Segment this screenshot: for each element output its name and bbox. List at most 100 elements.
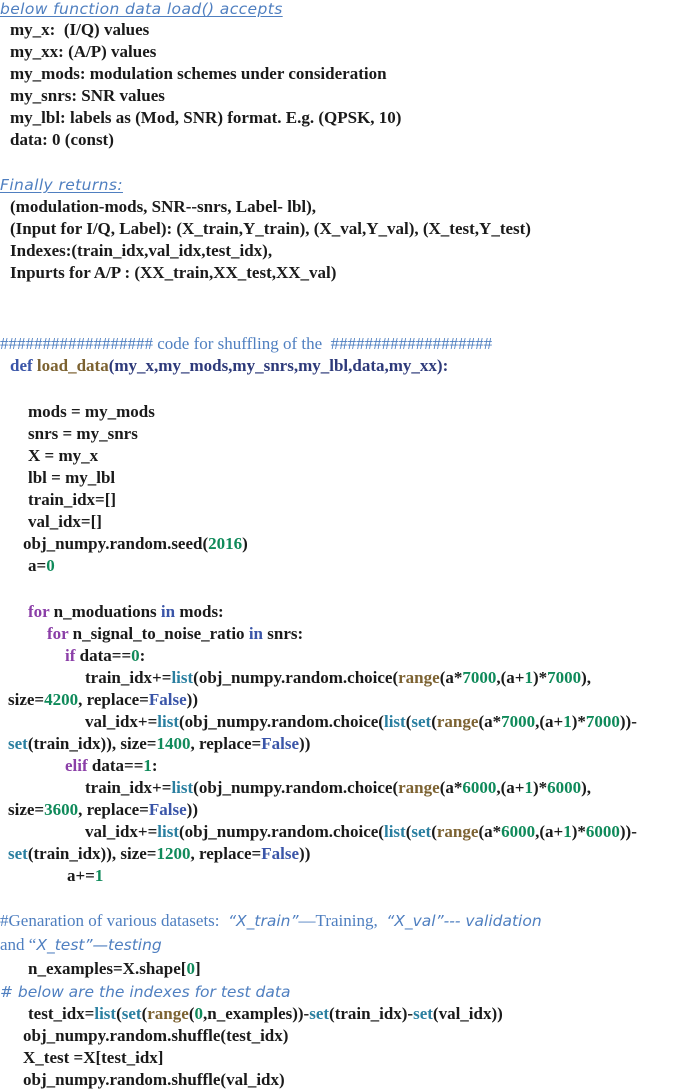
condition-value: 0 bbox=[131, 646, 140, 665]
param-my-xx: my_xx: (A/P) values bbox=[10, 42, 157, 61]
code-token: set bbox=[121, 1004, 142, 1023]
generation-comment-cont: and “X_test”—testing bbox=[0, 934, 162, 956]
code-token: ,(a+ bbox=[535, 712, 564, 731]
code-token: 7000 bbox=[547, 668, 582, 687]
n-examples-line: n_examples=X.shape[0] bbox=[28, 958, 201, 980]
seed-value: 2016 bbox=[208, 534, 243, 553]
for-keyword: for bbox=[28, 602, 50, 621]
code-token: (train_idx)- bbox=[329, 1004, 414, 1023]
code-token: 1 bbox=[563, 822, 572, 841]
code-token: False bbox=[148, 690, 187, 709]
code-token: )* bbox=[532, 778, 548, 797]
val-idx-line-2-cont: set(train_idx)), size=1200, replace=Fals… bbox=[8, 843, 310, 865]
code-token: set bbox=[411, 822, 432, 841]
param-my-snrs: my_snrs: SNR values bbox=[10, 86, 165, 105]
code-token: 1 bbox=[524, 668, 533, 687]
elif-keyword: elif bbox=[65, 756, 88, 775]
code-token: a+= bbox=[67, 866, 95, 885]
function-params: (my_x,my_mods,my_snrs,my_lbl,data,my_xx)… bbox=[108, 356, 449, 375]
code-token: )* bbox=[532, 668, 548, 687]
if-line: if data==0: bbox=[65, 645, 145, 667]
code-token: ( bbox=[405, 822, 412, 841]
return-item: (modulation-mods, SNR--snrs, Label- lbl)… bbox=[10, 197, 317, 216]
code-token: 1 bbox=[563, 712, 572, 731]
code-token: “X_val”--- validation bbox=[386, 912, 542, 930]
code-token: ,n_examples))- bbox=[202, 1004, 310, 1023]
code-token: “X_train” bbox=[228, 912, 299, 930]
code-token: 6000 bbox=[501, 822, 536, 841]
code-token: 4200 bbox=[44, 690, 79, 709]
return-item: Indexes:(train_idx,val_idx,test_idx), bbox=[10, 241, 273, 260]
code-line: lbl = my_lbl bbox=[28, 468, 116, 487]
code-token: 1 bbox=[143, 756, 152, 775]
code-token: set bbox=[413, 1004, 433, 1023]
code-token: ( bbox=[116, 1004, 122, 1023]
code-token: ,(a+ bbox=[496, 668, 525, 687]
code-token: (a* bbox=[439, 778, 463, 797]
code-token: )* bbox=[571, 712, 586, 731]
code-token: False bbox=[261, 844, 300, 863]
code-token: ), bbox=[581, 778, 592, 797]
code-token: data== bbox=[87, 756, 144, 775]
code-token: size= bbox=[8, 690, 45, 709]
val-idx-line-1: val_idx+=list(obj_numpy.random.choice(li… bbox=[85, 711, 637, 733]
return-item: (Input for I/Q, Label): (X_train,Y_train… bbox=[10, 219, 531, 238]
code-token: ( bbox=[141, 1004, 148, 1023]
code-token: (obj_numpy.random.choice( bbox=[179, 712, 384, 731]
code-token: size= bbox=[8, 800, 45, 819]
code-token: (a* bbox=[478, 712, 502, 731]
code-token: (obj_numpy.random.choice( bbox=[179, 822, 384, 841]
code-token: (train_idx)), size= bbox=[27, 734, 157, 753]
test-idx-line: test_idx=list(set(range(0,n_examples))-s… bbox=[28, 1003, 503, 1025]
code-token: ( bbox=[405, 712, 412, 731]
code-token: list bbox=[157, 712, 180, 731]
code-line: train_idx=[] bbox=[28, 490, 117, 509]
code-token: set bbox=[8, 844, 28, 863]
train-idx-line-2-cont: size=3600, replace=False)) bbox=[8, 799, 198, 821]
code-line: val_idx=[] bbox=[28, 512, 102, 531]
code-token: range bbox=[398, 778, 440, 797]
code-token: (obj_numpy.random.choice( bbox=[193, 778, 399, 797]
code-token: range bbox=[147, 1004, 189, 1023]
code-token: 6000 bbox=[585, 822, 620, 841]
val-idx-line-2: val_idx+=list(obj_numpy.random.choice(li… bbox=[85, 821, 637, 843]
code-token: test_idx= bbox=[28, 1004, 95, 1023]
code-token: ), bbox=[581, 668, 592, 687]
section-comment: ################## code for shuffling of… bbox=[0, 334, 493, 353]
code-token: n_examples=X.shape[ bbox=[28, 959, 187, 978]
code-token: ( bbox=[431, 712, 437, 731]
param-my-x: my_x: (I/Q) values bbox=[10, 20, 150, 39]
code-token: and “ bbox=[0, 935, 37, 954]
code-line: X = my_x bbox=[28, 446, 99, 465]
code-line: snrs = my_snrs bbox=[28, 424, 138, 443]
shuffle-val-line: obj_numpy.random.shuffle(val_idx) bbox=[23, 1070, 285, 1089]
code-token: : bbox=[151, 756, 158, 775]
code-token: list bbox=[383, 712, 406, 731]
loop-iterable: snrs: bbox=[263, 624, 304, 643]
code-token: val_idx+= bbox=[85, 712, 158, 731]
code-token: , replace= bbox=[78, 690, 149, 709]
seed-line: obj_numpy.random.seed(2016) bbox=[23, 533, 248, 555]
code-token: (a* bbox=[439, 668, 463, 687]
code-token: : bbox=[139, 646, 146, 665]
code-line: mods = my_mods bbox=[28, 402, 155, 421]
code-token: False bbox=[261, 734, 300, 753]
code-token: 7000 bbox=[501, 712, 536, 731]
def-line: def load_data(my_x,my_mods,my_snrs,my_lb… bbox=[10, 355, 448, 377]
code-token: ( bbox=[188, 1004, 195, 1023]
code-token: , replace= bbox=[190, 734, 262, 753]
code-token: 1 bbox=[94, 866, 104, 885]
code-token: 1400 bbox=[156, 734, 191, 753]
code-token: 7000 bbox=[585, 712, 620, 731]
returns-heading: Finally returns: bbox=[0, 176, 123, 194]
code-token: ] bbox=[194, 959, 201, 978]
code-token: range bbox=[398, 668, 440, 687]
code-token: 6000 bbox=[462, 778, 497, 797]
train-idx-line-1-cont: size=4200, replace=False)) bbox=[8, 689, 198, 711]
loop-iterable: mods: bbox=[175, 602, 224, 621]
code-token: )) bbox=[186, 690, 198, 709]
code-token: set bbox=[8, 734, 28, 753]
code-token: —Training, bbox=[298, 911, 387, 930]
in-keyword: in bbox=[248, 624, 263, 643]
code-token: 6000 bbox=[547, 778, 582, 797]
